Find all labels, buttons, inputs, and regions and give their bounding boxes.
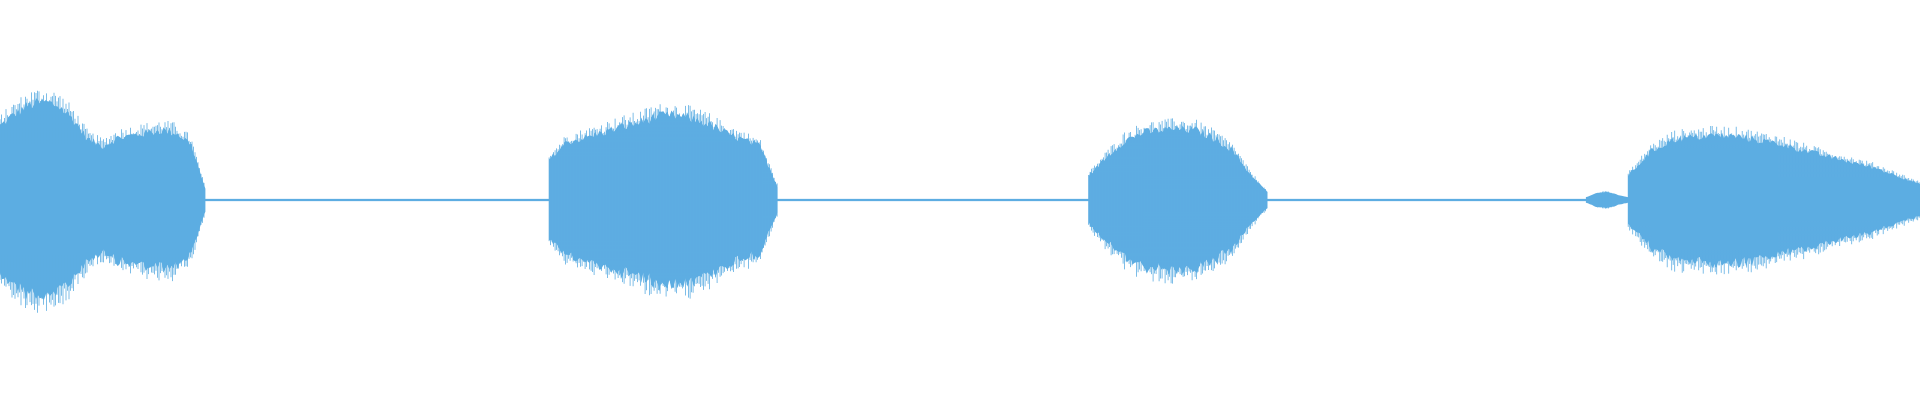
waveform-peaks [1088, 118, 1268, 284]
waveform-segment-burst-4 [1627, 126, 1920, 275]
waveform-peaks [548, 104, 778, 299]
waveform-segment-burst-1 [0, 90, 206, 313]
waveform-peaks [1597, 191, 1612, 209]
waveform-segment-burst-3 [1088, 118, 1268, 284]
waveform-segment-burst-2 [548, 104, 778, 299]
waveform-peaks [1627, 126, 1920, 275]
waveform-envelope [0, 97, 206, 300]
waveform-peaks [0, 90, 205, 313]
waveform-segment-pre-burst-blip [1585, 191, 1629, 209]
